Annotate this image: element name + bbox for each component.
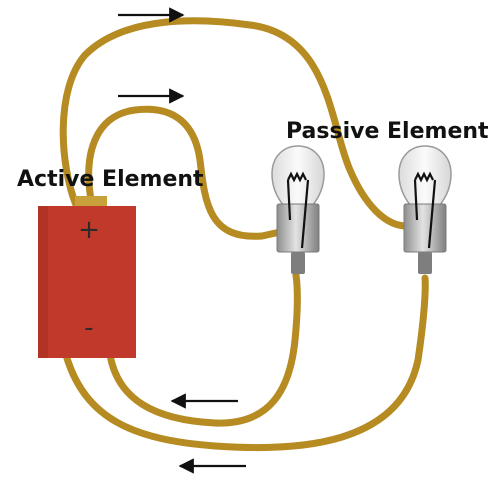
- bulb-tip: [418, 252, 432, 274]
- passive-element-label: Passive Element: [286, 119, 489, 144]
- light-bulb-icon: [398, 145, 452, 274]
- bulb-filament: [286, 171, 310, 249]
- bulb-tip: [291, 252, 305, 274]
- light-bulb-icon: [271, 145, 325, 274]
- wire-outer-bottom: [62, 274, 429, 452]
- wire-outer-top: [59, 17, 409, 230]
- active-element-label: Active Element: [17, 167, 204, 192]
- bulb-base: [403, 203, 447, 253]
- bulb-filament: [413, 171, 437, 249]
- current-arrows: [118, 7, 246, 474]
- battery-minus-sign: -: [84, 313, 93, 343]
- battery-icon: + -: [38, 196, 136, 358]
- battery-plus-sign: +: [78, 215, 100, 245]
- battery-shade: [38, 206, 48, 358]
- bulb-base: [276, 203, 320, 253]
- wires: [59, 17, 429, 452]
- wire-inner-bottom: [106, 271, 301, 427]
- wire-inner-top: [85, 105, 284, 240]
- battery-body: [38, 206, 136, 358]
